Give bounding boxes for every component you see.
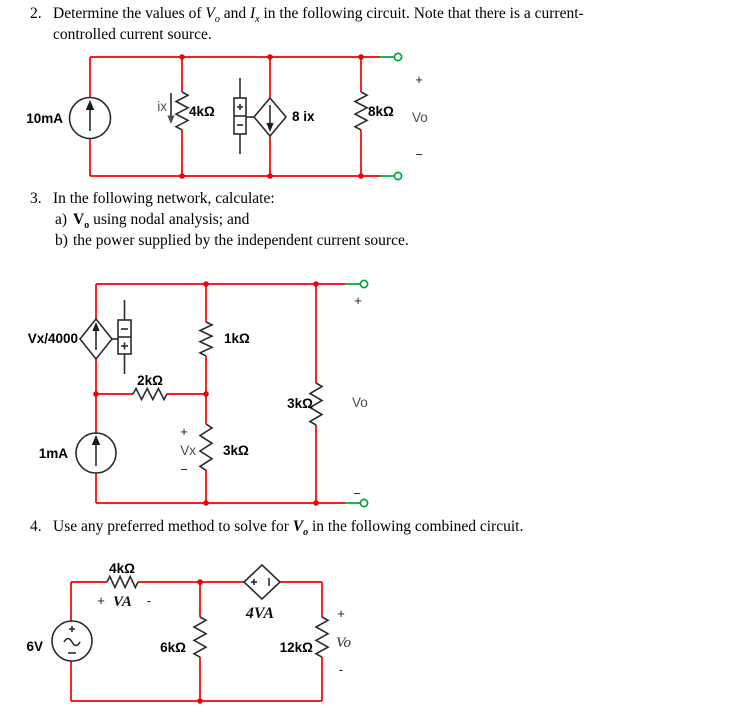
resistor-icon xyxy=(106,574,139,590)
vo-label: Vo xyxy=(412,110,428,125)
resistor-icon xyxy=(192,616,208,658)
problem-4-statement: 4. Use any preferred method to solve for… xyxy=(30,516,730,539)
problem-4-number: 4. xyxy=(30,518,42,535)
vo-label: Vo xyxy=(352,395,368,410)
polarity-minus-label: − xyxy=(415,147,423,162)
problem-3-item-b: b) the power supplied by the independent… xyxy=(55,230,715,251)
polarity-plus-label: + xyxy=(415,72,423,87)
p3-var-vo-sub: o xyxy=(84,220,90,232)
problem-2-statement: 2. Determine the values of Vo and Ix in … xyxy=(30,3,730,45)
p3-var-vo: V xyxy=(73,211,85,228)
resistor-icon xyxy=(132,386,168,402)
p4-seg1: Use any preferred method to solve for xyxy=(53,518,293,535)
polarity-plus-label: + xyxy=(97,593,105,608)
circuit-2-nodes xyxy=(179,54,364,179)
terminal-icon xyxy=(359,279,369,289)
circuit-3-wires xyxy=(95,283,360,504)
ix-arrow-icon xyxy=(167,93,175,124)
circuit-4-wires xyxy=(70,581,323,702)
polarity-minus-label: − xyxy=(180,462,188,477)
dependent-current-source-icon xyxy=(78,317,114,361)
current-source-icon xyxy=(75,432,117,474)
p2-seg3: in the following circuit. Note that ther… xyxy=(259,5,584,22)
p2-line2: controlled current source. xyxy=(53,26,212,43)
problem-2-text: Determine the values of Vo and Ix in the… xyxy=(53,3,584,45)
polarity-minus-label: - xyxy=(339,662,343,677)
dependent-current-source-icon xyxy=(252,96,288,138)
resistor-value-label: 4kΩ xyxy=(189,104,215,119)
terminal-icon xyxy=(359,498,369,508)
terminal-icon xyxy=(393,171,403,181)
item-a-text: Vo using nodal analysis; and xyxy=(73,209,250,232)
resistor-icon xyxy=(353,91,369,131)
resistor-icon xyxy=(314,616,330,658)
resistor-icon xyxy=(308,382,324,426)
terminal-icon xyxy=(393,52,403,62)
dependent-source-label: Vx/4000 xyxy=(28,331,78,346)
p4-var-vo-sub: o xyxy=(303,527,309,539)
controlling-element-icon xyxy=(233,78,254,154)
p4-var-vo: V xyxy=(292,518,304,535)
problem-3-item-a: a) Vo using nodal analysis; and xyxy=(55,209,715,232)
p2-var-vo: V xyxy=(205,5,215,22)
controlling-element-icon xyxy=(112,300,132,374)
resistor-icon xyxy=(198,321,214,357)
item-b-text: the power supplied by the independent cu… xyxy=(73,232,409,249)
circuit-3-diagram: + − Vx/4000 1kΩ 2kΩ 1m xyxy=(28,279,369,508)
vx-label: Vx xyxy=(180,443,196,458)
va-label: VA xyxy=(113,594,132,610)
item-b-number: b) xyxy=(55,232,68,249)
problem-3-number: 3. xyxy=(30,190,42,207)
source-value-label: 1mA xyxy=(39,446,69,461)
resistor-value-label: 3kΩ xyxy=(223,443,249,458)
polarity-plus-label: + xyxy=(337,606,345,621)
resistor-value-label: 2kΩ xyxy=(137,373,163,388)
resistor-icon xyxy=(198,423,214,471)
circuit-2-diagram: 10mA ix 4kΩ 8 ix 8kΩ + Vo xyxy=(26,52,428,181)
item-a-number: a) xyxy=(55,211,68,228)
current-source-icon xyxy=(68,96,112,140)
resistor-value-label: 3kΩ xyxy=(287,396,313,411)
resistor-value-label: 4kΩ xyxy=(109,561,135,576)
p2-seg1: Determine the values of xyxy=(53,5,206,22)
polarity-plus-label: + xyxy=(180,424,188,439)
source-value-label: 6V xyxy=(26,639,43,654)
p2-var-ix: I xyxy=(249,5,256,22)
polarity-plus-label: + xyxy=(354,293,362,308)
resistor-icon xyxy=(174,91,190,131)
voltage-source-icon xyxy=(51,620,93,662)
circuit-2-wires xyxy=(89,56,394,177)
polarity-minus-label: − xyxy=(353,486,361,501)
source-value-label: 10mA xyxy=(26,111,63,126)
dependent-voltage-source-icon xyxy=(242,563,282,601)
problem-2-number: 2. xyxy=(30,5,42,22)
circuit-3-nodes xyxy=(93,281,319,506)
dependent-source-label: 8 ix xyxy=(292,109,315,124)
circuit-4-diagram: 4kΩ + VA - 6V 6kΩ 4VA 12kΩ + Vo - xyxy=(26,561,352,704)
p4-seg2: in the following combined circuit. xyxy=(308,518,524,535)
polarity-minus-label: - xyxy=(147,593,151,608)
problem-3-statement: 3. In the following network, calculate: xyxy=(30,188,730,209)
ix-label: ix xyxy=(157,99,167,114)
resistor-value-label: 6kΩ xyxy=(160,640,186,655)
vo-label: Vo xyxy=(336,635,352,651)
p2-seg2: and xyxy=(219,5,250,22)
dependent-source-label: 4VA xyxy=(245,605,274,622)
resistor-value-label: 12kΩ xyxy=(280,640,314,655)
circuit-4-nodes xyxy=(197,579,203,704)
p2-var-ix-sub: x xyxy=(255,14,260,26)
resistor-value-label: 1kΩ xyxy=(224,331,250,346)
problem-3-intro: In the following network, calculate: xyxy=(53,190,275,207)
p3-a-rest: using nodal analysis; and xyxy=(89,211,250,228)
resistor-value-label: 8kΩ xyxy=(368,104,394,119)
p2-var-vo-sub: o xyxy=(214,14,220,26)
problem-4-text: Use any preferred method to solve for Vo… xyxy=(53,516,524,539)
